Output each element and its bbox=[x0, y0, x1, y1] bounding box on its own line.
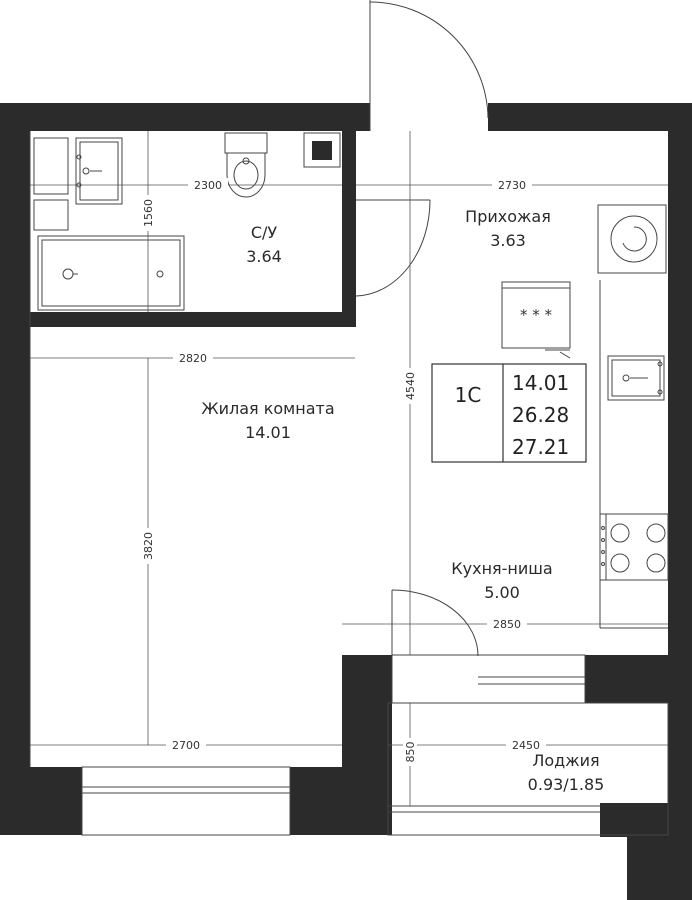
hallway-area: 3.63 bbox=[490, 231, 526, 250]
dim-living-top: 2820 bbox=[179, 352, 207, 365]
dim-living-depth: 3820 bbox=[142, 532, 155, 560]
room-labels: С/У 3.64 Прихожая 3.63 Жилая комната 14.… bbox=[201, 207, 604, 794]
living-room-name: Жилая комната bbox=[201, 399, 334, 418]
entrance-door bbox=[369, 0, 489, 131]
dim-kitchen-width: 2850 bbox=[493, 618, 521, 631]
bathroom-area: 3.64 bbox=[246, 247, 282, 266]
loggia-name: Лоджия bbox=[532, 751, 599, 770]
apartment-info-box: 1С 14.01 26.28 27.21 bbox=[431, 363, 587, 463]
shaft-icon bbox=[303, 132, 341, 168]
cabinet-icon bbox=[33, 137, 69, 231]
svg-text:* * *: * * * bbox=[520, 306, 553, 324]
interior-lines bbox=[29, 131, 669, 836]
total-area-value: 26.28 bbox=[512, 403, 569, 427]
apartment-type: 1С bbox=[455, 383, 482, 407]
toilet-icon bbox=[224, 132, 268, 198]
bathroom-door bbox=[355, 199, 431, 297]
dim-loggia-depth: 850 bbox=[404, 742, 417, 763]
bathroom-name: С/У bbox=[251, 223, 278, 242]
dim-hall-depth: 4540 bbox=[404, 372, 417, 400]
washing-machine-icon bbox=[597, 204, 667, 274]
dimension-labels: 2300 2730 1560 2820 3820 2700 4540 2850 … bbox=[141, 178, 546, 766]
dim-loggia-width: 2450 bbox=[512, 739, 540, 752]
hob-icon bbox=[599, 513, 669, 581]
dim-living-bottom: 2700 bbox=[172, 739, 200, 752]
kitchen-sink-icon bbox=[607, 355, 665, 401]
living-area-value: 14.01 bbox=[512, 371, 569, 395]
living-room-area: 14.01 bbox=[245, 423, 291, 442]
kitchen-area: 5.00 bbox=[484, 583, 520, 602]
stove-icon: * * * bbox=[501, 281, 571, 359]
walls bbox=[0, 103, 692, 900]
dim-hall-width: 2730 bbox=[498, 179, 526, 192]
loggia-area: 0.93/1.85 bbox=[528, 775, 605, 794]
total-with-loggia-value: 27.21 bbox=[512, 435, 569, 459]
hallway-name: Прихожая bbox=[465, 207, 551, 226]
kitchen-name: Кухня-ниша bbox=[451, 559, 552, 578]
sink-icon bbox=[75, 137, 123, 205]
bathtub-icon bbox=[37, 235, 185, 311]
dim-bath-depth: 1560 bbox=[142, 199, 155, 227]
loggia-door bbox=[391, 589, 479, 657]
dim-bath-width: 2300 bbox=[194, 179, 222, 192]
